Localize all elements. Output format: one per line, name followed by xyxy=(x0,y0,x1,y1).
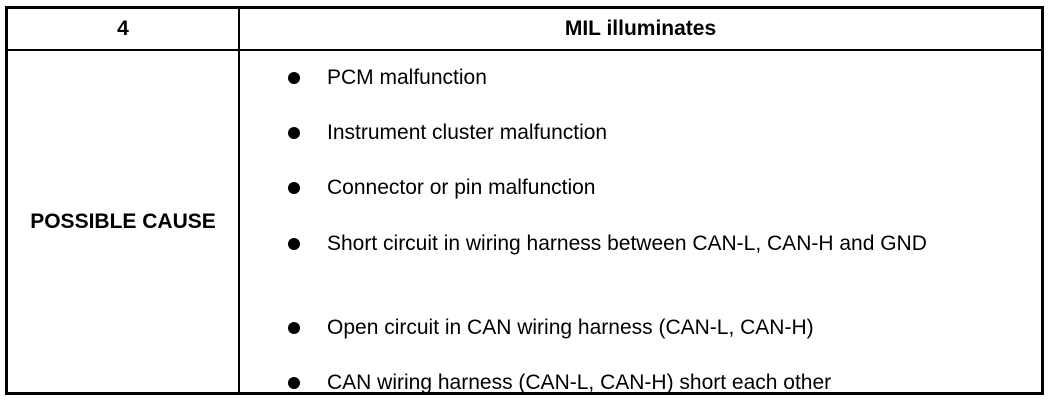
diagnostic-table: 4 MIL illuminates POSSIBLE CAUSE PCM mal… xyxy=(5,6,1044,395)
bullet-icon xyxy=(288,238,300,250)
cause-text: Open circuit in CAN wiring harness (CAN-… xyxy=(327,316,814,339)
column-divider xyxy=(238,9,240,392)
list-item: Open circuit in CAN wiring harness (CAN-… xyxy=(288,314,1021,342)
list-item: Instrument cluster malfunction xyxy=(288,119,1021,147)
cause-text: Instrument cluster malfunction xyxy=(327,121,608,144)
table-header-row: 4 MIL illuminates xyxy=(8,9,1041,51)
cause-text: Connector or pin malfunction xyxy=(327,176,596,199)
bullet-icon xyxy=(288,182,300,194)
possible-cause-label: POSSIBLE CAUSE xyxy=(30,209,216,233)
procedure-number: 4 xyxy=(117,17,129,40)
list-item: PCM malfunction xyxy=(288,64,1021,92)
cause-text: PCM malfunction xyxy=(327,66,487,89)
bullet-icon xyxy=(288,322,300,334)
list-item: Short circuit in wiring harness between … xyxy=(288,230,977,258)
bullet-icon xyxy=(288,72,300,84)
possible-cause-list: PCM malfunction Instrument cluster malfu… xyxy=(240,51,1041,394)
bullet-icon xyxy=(288,127,300,139)
cause-text: Short circuit in wiring harness between … xyxy=(327,232,927,255)
list-item: Connector or pin malfunction xyxy=(288,174,1021,202)
bullet-icon xyxy=(288,377,300,389)
cause-text: CAN wiring harness (CAN-L, CAN-H) short … xyxy=(327,371,832,394)
symptom-title: MIL illuminates xyxy=(564,17,717,40)
list-item: CAN wiring harness (CAN-L, CAN-H) short … xyxy=(288,369,1021,397)
